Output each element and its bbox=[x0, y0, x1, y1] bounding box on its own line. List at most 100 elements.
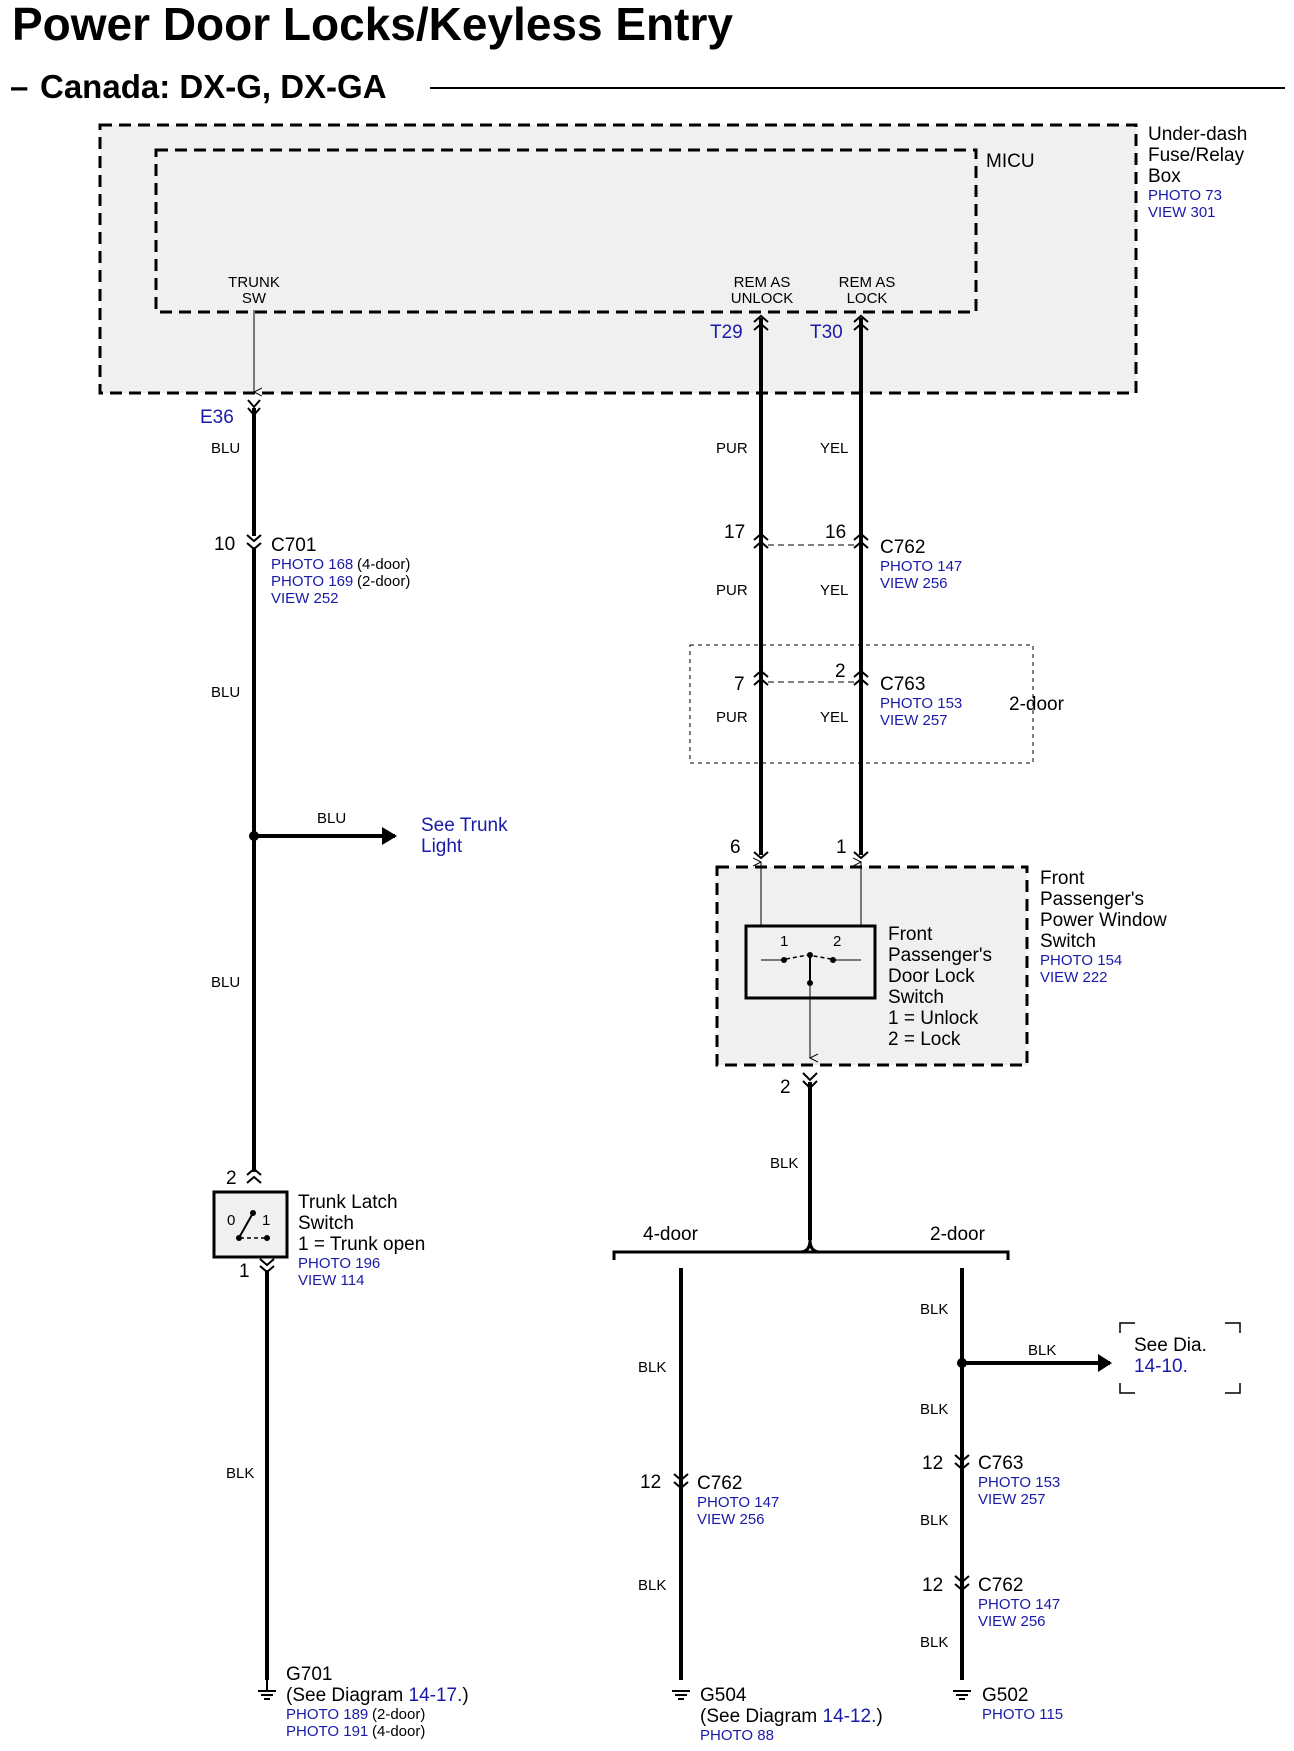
c762-connector-pur-icon bbox=[753, 532, 769, 549]
latch-top-connector-icon bbox=[246, 1167, 262, 1184]
blu-wire-label-2: BLU bbox=[211, 684, 240, 701]
c763-view[interactable]: VIEW 257 bbox=[880, 712, 948, 729]
g701-see: (See Diagram 14-17.) bbox=[286, 1685, 469, 1706]
c762-2door-photo[interactable]: PHOTO 147 bbox=[978, 1596, 1060, 1613]
see-dia-arrow-icon bbox=[1098, 1354, 1112, 1372]
c701-connector-icon bbox=[246, 534, 262, 551]
c762-2door-pin: 12 bbox=[922, 1575, 943, 1596]
dl-pos-2: 2 bbox=[833, 933, 841, 950]
g504-see-link[interactable]: 14-12. bbox=[823, 1706, 877, 1727]
trunk-light-wire-label: BLU bbox=[317, 810, 346, 827]
c762-label: C762 bbox=[880, 537, 925, 558]
see-dia-box bbox=[1119, 1322, 1241, 1394]
latch-contact-b bbox=[236, 1235, 242, 1241]
see-trunk-light-2[interactable]: Light bbox=[421, 836, 463, 857]
two-door-region bbox=[689, 644, 1034, 764]
micu-box bbox=[154, 148, 978, 314]
blu-wire-label-1: BLU bbox=[211, 440, 240, 457]
latch-blade bbox=[239, 1212, 254, 1237]
micu-label: MICU bbox=[986, 151, 1035, 172]
c701-photo-169[interactable]: PHOTO 169 bbox=[271, 573, 353, 590]
c701-photo-168-note: (4-door) bbox=[357, 556, 410, 573]
pw-label-4: Switch bbox=[1040, 931, 1096, 952]
c763-2door-pin: 12 bbox=[922, 1453, 943, 1474]
trunk-latch-switch-box bbox=[212, 1190, 289, 1259]
see-dia-text: See Dia. bbox=[1134, 1335, 1207, 1356]
rem-lock-label-2: LOCK bbox=[847, 290, 888, 307]
pur-label-2: PUR bbox=[716, 582, 748, 599]
g701-photo-189[interactable]: PHOTO 189 bbox=[286, 1706, 368, 1723]
fuse-box-view[interactable]: VIEW 301 bbox=[1148, 204, 1216, 221]
dl-label-4: Switch bbox=[888, 987, 944, 1008]
c763-pin-2: 2 bbox=[835, 661, 846, 682]
blk-wire-label-left: BLK bbox=[226, 1465, 254, 1482]
c763-photo[interactable]: PHOTO 153 bbox=[880, 695, 962, 712]
dl-contact-1 bbox=[781, 957, 787, 963]
c701-pin: 10 bbox=[214, 534, 235, 555]
blk-label-2door-1: BLK bbox=[920, 1301, 948, 1318]
yel-label-3: YEL bbox=[820, 709, 848, 726]
fuse-box-line1: Under-dash bbox=[1148, 124, 1247, 145]
g701-photo-191-note: (4-door) bbox=[372, 1723, 425, 1740]
c763-2door-photo[interactable]: PHOTO 153 bbox=[978, 1474, 1060, 1491]
c762-view[interactable]: VIEW 256 bbox=[880, 575, 948, 592]
see-dia-wire-label: BLK bbox=[1028, 1342, 1056, 1359]
c762-2door-connector-icon bbox=[954, 1575, 970, 1592]
c762-pin-17: 17 bbox=[724, 522, 745, 543]
terminal-e36[interactable]: E36 bbox=[200, 407, 234, 428]
fuse-box-photo[interactable]: PHOTO 73 bbox=[1148, 187, 1222, 204]
latch-view[interactable]: VIEW 114 bbox=[298, 1272, 364, 1289]
g504-photo[interactable]: PHOTO 88 bbox=[700, 1727, 774, 1744]
see-trunk-light-1[interactable]: See Trunk bbox=[421, 815, 508, 836]
ground-icon-g504 bbox=[672, 1690, 690, 1700]
c763-2door-view[interactable]: VIEW 257 bbox=[978, 1491, 1046, 1508]
four-door-label: 4-door bbox=[643, 1224, 699, 1245]
blk-label-2door-4: BLK bbox=[920, 1634, 948, 1651]
trunk-light-arrow-icon bbox=[382, 827, 397, 845]
c762-4door-photo[interactable]: PHOTO 147 bbox=[697, 1494, 779, 1511]
see-dia-link[interactable]: 14-10. bbox=[1134, 1356, 1188, 1377]
pw-view[interactable]: VIEW 222 bbox=[1040, 969, 1108, 986]
blk-label-4door-1: BLK bbox=[638, 1359, 666, 1376]
latch-label-3: 1 = Trunk open bbox=[298, 1234, 425, 1255]
g701-see-link[interactable]: 14-17. bbox=[409, 1685, 463, 1706]
rem-unlock-label-2: UNLOCK bbox=[731, 290, 794, 307]
dl-label-6: 2 = Lock bbox=[888, 1029, 961, 1050]
split-join bbox=[799, 1239, 821, 1254]
latch-photo[interactable]: PHOTO 196 bbox=[298, 1255, 380, 1272]
yel-label-1: YEL bbox=[820, 440, 848, 457]
terminal-t29[interactable]: T29 bbox=[710, 322, 743, 343]
c762-2door-label: C762 bbox=[978, 1575, 1023, 1596]
dl-pos-1: 1 bbox=[780, 933, 788, 950]
page-subtitle: Canada: DX-G, DX-GA bbox=[40, 68, 387, 105]
c762-4door-pin: 12 bbox=[640, 1472, 661, 1493]
pw-photo[interactable]: PHOTO 154 bbox=[1040, 952, 1122, 969]
blk-label-2door-3: BLK bbox=[920, 1512, 948, 1529]
c762-4door-connector-icon bbox=[673, 1473, 689, 1490]
g701-photo-191[interactable]: PHOTO 191 bbox=[286, 1723, 368, 1740]
latch-pin-top: 2 bbox=[226, 1168, 237, 1189]
c762-2door-view[interactable]: VIEW 256 bbox=[978, 1613, 1046, 1630]
c763-label: C763 bbox=[880, 674, 925, 695]
fuse-relay-box bbox=[98, 123, 1138, 395]
c762-photo[interactable]: PHOTO 147 bbox=[880, 558, 962, 575]
blu-wire-label-3: BLU bbox=[211, 974, 240, 991]
dl-label-5: 1 = Unlock bbox=[888, 1008, 979, 1029]
c701-label: C701 bbox=[271, 535, 316, 556]
latch-contact-c bbox=[264, 1235, 270, 1241]
switch-pin-6: 6 bbox=[730, 837, 741, 858]
switch-pin-1: 1 bbox=[836, 837, 847, 858]
dl-label-3: Door Lock bbox=[888, 966, 975, 987]
c701-view[interactable]: VIEW 252 bbox=[271, 590, 339, 607]
g504-see: (See Diagram 14-12.) bbox=[700, 1706, 883, 1727]
c701-photo-168[interactable]: PHOTO 168 bbox=[271, 556, 353, 573]
terminal-t30[interactable]: T30 bbox=[810, 322, 843, 343]
latch-label-2: Switch bbox=[298, 1213, 354, 1234]
two-door-label: 2-door bbox=[1009, 694, 1065, 715]
g701-photo-189-note: (2-door) bbox=[372, 1706, 425, 1723]
ground-icon-g502 bbox=[953, 1690, 971, 1700]
g502-photo[interactable]: PHOTO 115 bbox=[982, 1706, 1063, 1723]
c762-4door-view[interactable]: VIEW 256 bbox=[697, 1511, 765, 1528]
c763-pin-7: 7 bbox=[734, 674, 745, 695]
dl-blade bbox=[785, 954, 832, 960]
